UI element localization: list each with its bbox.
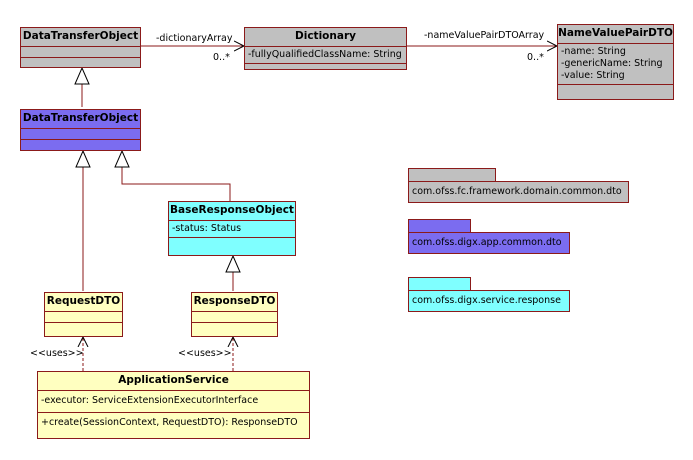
operations-compartment <box>45 323 122 332</box>
attribute: -fullyQualifiedClassName: String <box>248 49 402 60</box>
attributes-compartment: -fullyQualifiedClassName: String <box>245 47 406 64</box>
operations-compartment <box>192 323 277 332</box>
nvp-array-multiplicity: 0..* <box>527 52 544 63</box>
class-name: BaseResponseObject <box>169 202 295 221</box>
class-data-transfer-object-app[interactable]: DataTransferObject <box>20 109 141 151</box>
class-data-transfer-object-framework[interactable]: DataTransferObject <box>20 27 141 68</box>
uses-label-left: <<uses>> <box>30 348 84 359</box>
attribute: -status: Status <box>172 223 242 234</box>
operations-compartment <box>245 64 406 73</box>
attribute: -value: String <box>561 70 625 81</box>
class-name-value-pair-dto[interactable]: NameValuePairDTO -name: String -genericN… <box>557 24 674 100</box>
package-tab-framework <box>408 168 496 182</box>
attributes-compartment: -name: String -genericName: String -valu… <box>558 44 673 85</box>
dictionary-array-multiplicity: 0..* <box>213 52 230 63</box>
operations-compartment: +create(SessionContext, RequestDTO): Res… <box>38 413 309 431</box>
class-dictionary[interactable]: Dictionary -fullyQualifiedClassName: Str… <box>244 27 407 70</box>
class-application-service[interactable]: ApplicationService -executor: ServiceExt… <box>37 371 310 439</box>
class-name: NameValuePairDTO <box>558 25 673 44</box>
attributes-compartment <box>45 312 122 323</box>
package-service[interactable]: com.ofss.digx.service.response <box>408 290 570 312</box>
class-name: Dictionary <box>245 28 406 47</box>
attributes-compartment: -executor: ServiceExtensionExecutorInter… <box>38 391 309 413</box>
class-base-response-object[interactable]: BaseResponseObject -status: Status <box>168 201 296 256</box>
operations-compartment <box>21 140 140 149</box>
attributes-compartment: -status: Status <box>169 221 295 238</box>
class-name: RequestDTO <box>45 293 122 312</box>
generalization-base-response <box>121 151 231 201</box>
generalization-request-head <box>75 149 91 168</box>
generalization-dto-head <box>74 66 90 85</box>
operations-compartment <box>169 238 295 247</box>
attribute: -executor: ServiceExtensionExecutorInter… <box>41 395 259 406</box>
operations-compartment <box>558 85 673 94</box>
uses-label-right: <<uses>> <box>178 348 232 359</box>
class-response-dto[interactable]: ResponseDTO <box>191 292 278 337</box>
generalization-response-head <box>225 254 241 273</box>
attribute: -name: String <box>561 46 626 57</box>
attributes-compartment <box>21 129 140 140</box>
class-name: ResponseDTO <box>192 293 277 312</box>
generalization-base-response-head <box>114 149 130 168</box>
attributes-compartment <box>192 312 277 323</box>
package-tab-app <box>408 219 471 233</box>
attributes-compartment <box>21 47 140 58</box>
package-framework[interactable]: com.ofss.fc.framework.domain.common.dto <box>408 181 629 203</box>
package-tab-service <box>408 277 471 291</box>
class-name: DataTransferObject <box>21 28 140 47</box>
dictionary-array-role: -dictionaryArray <box>156 33 233 44</box>
attribute: -genericName: String <box>561 58 663 69</box>
package-app[interactable]: com.ofss.digx.app.common.dto <box>408 232 570 254</box>
operation: +create(SessionContext, RequestDTO): Res… <box>41 417 298 428</box>
class-name: ApplicationService <box>38 372 309 391</box>
operations-compartment <box>21 58 140 67</box>
class-request-dto[interactable]: RequestDTO <box>44 292 123 337</box>
class-name: DataTransferObject <box>21 110 140 129</box>
nvp-array-role: -nameValuePairDTOArray <box>424 30 545 41</box>
